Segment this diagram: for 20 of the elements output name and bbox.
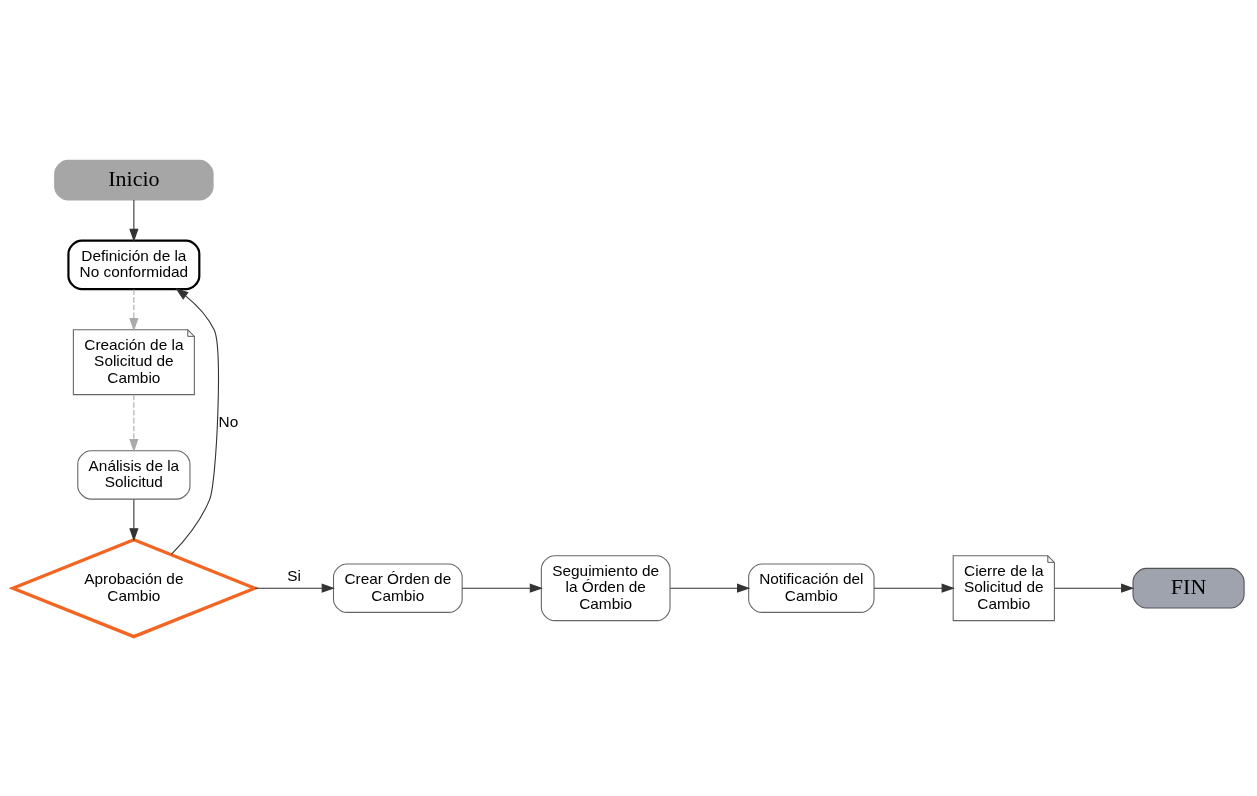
node-box: Seguimiento de la Órden de Cambio (540, 554, 671, 621)
arrow (1054, 583, 1135, 593)
node-box: Crear Órden de Cambio (332, 562, 463, 613)
arrow (129, 288, 139, 331)
node-box: Inicio (54, 159, 214, 201)
arrow (669, 583, 751, 593)
node-box: Notificación del Cambio (748, 562, 875, 613)
arrow (461, 583, 543, 593)
node-box: FIN (1132, 567, 1245, 609)
arrow (129, 198, 139, 242)
node-box: Definición de la No conformidad (67, 239, 201, 290)
edge-label: Si (287, 566, 301, 584)
arrow (873, 583, 955, 593)
edge-label: No (218, 412, 239, 430)
arrow (129, 498, 139, 541)
arrow (254, 583, 335, 593)
node-diamond: Aprobación de Cambio (8, 537, 260, 638)
node-box: Análisis de la Solicitud (77, 449, 191, 500)
arrow (170, 287, 219, 555)
arrow (129, 393, 139, 452)
